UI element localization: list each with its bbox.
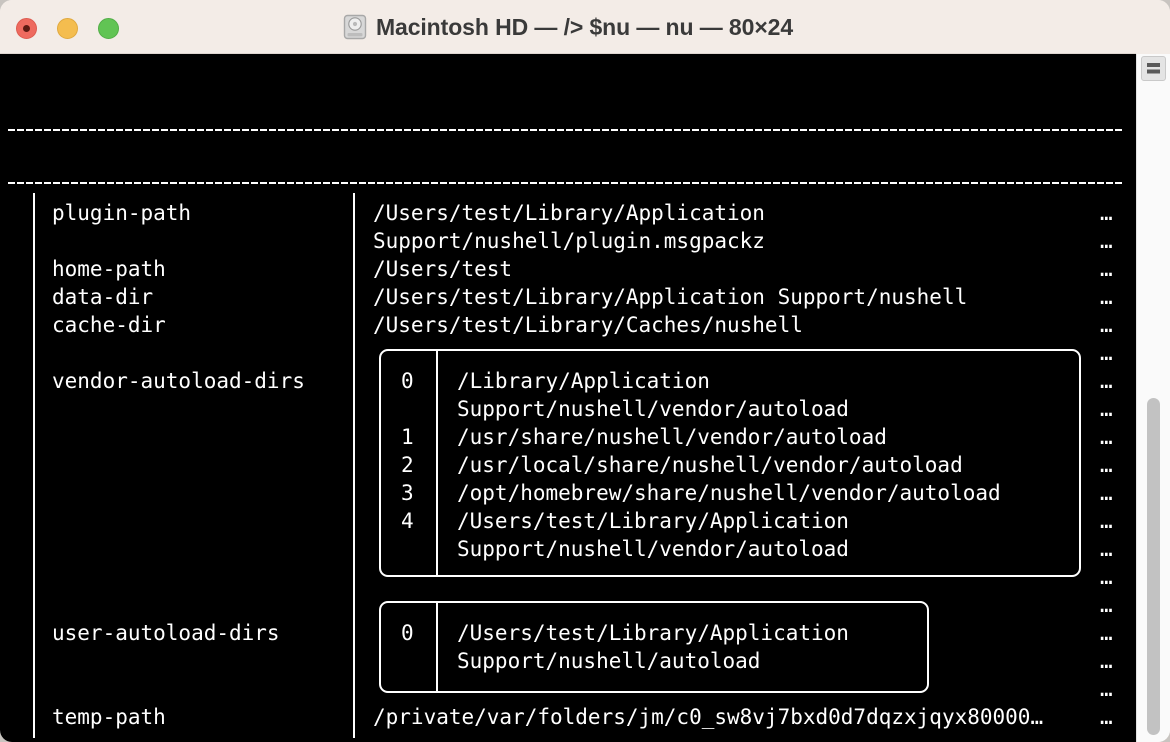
overflow-ellipsis: … <box>1100 593 1113 617</box>
overflow-ellipsis: … <box>1100 481 1113 505</box>
row-value-temp-path: /private/var/folders/jm/c0_sw8vj7bxd0d7d… <box>373 705 1044 729</box>
row-key-home-path: home-path <box>52 257 166 281</box>
row-key-plugin-path: plugin-path <box>52 201 192 225</box>
row-value-plugin-path-line-1: /Users/test/Library/Application <box>373 201 765 225</box>
vendor-row-value-1: /usr/share/nushell/vendor/autoload <box>457 425 887 449</box>
overflow-ellipsis: … <box>1100 565 1113 589</box>
overflow-ellipsis: … <box>1100 229 1113 253</box>
vendor-row-index-2: 2 <box>401 453 414 477</box>
terminal-screen: plugin-path home-path data-dir cache-dir… <box>0 54 1136 742</box>
row-key-user-autoload-dirs: user-autoload-dirs <box>52 621 280 645</box>
overflow-ellipsis: … <box>1100 677 1113 701</box>
row-key-vendor-autoload-dirs: vendor-autoload-dirs <box>52 369 305 393</box>
row-value-data-dir: /Users/test/Library/Application Support/… <box>373 285 968 309</box>
overflow-ellipsis: … <box>1100 285 1113 309</box>
minimize-button[interactable] <box>57 18 78 39</box>
vendor-table-index-divider <box>436 351 438 575</box>
maximize-button[interactable] <box>98 18 119 39</box>
overflow-ellipsis: … <box>1100 397 1113 421</box>
overflow-ellipsis: … <box>1100 621 1113 645</box>
status-bar: 23% 10,0 VIEW <box>0 712 1136 742</box>
overflow-ellipsis: … <box>1100 313 1113 337</box>
row-value-home-path: /Users/test <box>373 257 513 281</box>
user-row-value-0-line-1: /Users/test/Library/Application <box>457 621 849 645</box>
row-value-cache-dir: /Users/test/Library/Caches/nushell <box>373 313 803 337</box>
vendor-row-index-4: 4 <box>401 509 414 533</box>
overflow-ellipsis: … <box>1100 341 1113 365</box>
title-container: Macintosh HD — /> $nu — nu — 80×24 <box>0 0 1136 54</box>
vendor-row-value-4-line-2: Support/nushell/vendor/autoload <box>457 537 849 561</box>
user-row-index-0: 0 <box>401 621 414 645</box>
table-border-left <box>33 193 35 738</box>
row-key-cache-dir: cache-dir <box>52 313 166 337</box>
terminal-content[interactable]: plugin-path home-path data-dir cache-dir… <box>0 54 1136 742</box>
close-button[interactable] <box>16 18 37 39</box>
overflow-ellipsis: … <box>1100 705 1113 729</box>
table-column-divider <box>353 193 355 738</box>
vendor-row-index-0: 0 <box>401 369 414 393</box>
vendor-row-index-3: 3 <box>401 481 414 505</box>
overflow-ellipsis: … <box>1100 509 1113 533</box>
sidebar-header <box>1136 0 1170 54</box>
overflow-ellipsis: … <box>1100 649 1113 673</box>
overflow-ellipsis: … <box>1100 369 1113 393</box>
overflow-ellipsis: … <box>1100 425 1113 449</box>
scrollbar-thumb[interactable] <box>1147 398 1160 735</box>
vendor-row-index-1: 1 <box>401 425 414 449</box>
overflow-ellipsis: … <box>1100 537 1113 561</box>
row-key-data-dir: data-dir <box>52 285 154 309</box>
table-rule-top <box>8 129 1123 131</box>
overflow-ellipsis: … <box>1100 453 1113 477</box>
row-key-temp-path: temp-path <box>52 705 166 729</box>
window-title: Macintosh HD — /> $nu — nu — 80×24 <box>375 13 794 40</box>
list-view-icon <box>1147 63 1160 74</box>
vendor-row-value-3: /opt/homebrew/share/nushell/vendor/autol… <box>457 481 1001 505</box>
user-autoload-dirs-table <box>379 601 929 693</box>
vendor-row-value-2: /usr/local/share/nushell/vendor/autoload <box>457 453 963 477</box>
hard-disk-icon <box>343 14 367 40</box>
user-table-index-divider <box>436 603 438 691</box>
row-value-plugin-path-line-2: Support/nushell/plugin.msgpackz <box>373 229 765 253</box>
title-bar: Macintosh HD — /> $nu — nu — 80×24 <box>0 0 1136 54</box>
overflow-ellipsis: … <box>1100 257 1113 281</box>
window-controls <box>16 18 119 39</box>
vendor-row-value-4-line-1: /Users/test/Library/Application <box>457 509 849 533</box>
vendor-autoload-dirs-table <box>379 349 1081 577</box>
table-rule-bottom <box>8 182 1123 184</box>
user-row-value-0-line-2: Support/nushell/autoload <box>457 649 761 673</box>
list-view-button[interactable] <box>1141 56 1166 81</box>
vendor-row-value-0-line-1: /Library/Application <box>457 369 710 393</box>
vendor-row-value-0-line-2: Support/nushell/vendor/autoload <box>457 397 849 421</box>
overflow-ellipsis: … <box>1100 201 1113 225</box>
